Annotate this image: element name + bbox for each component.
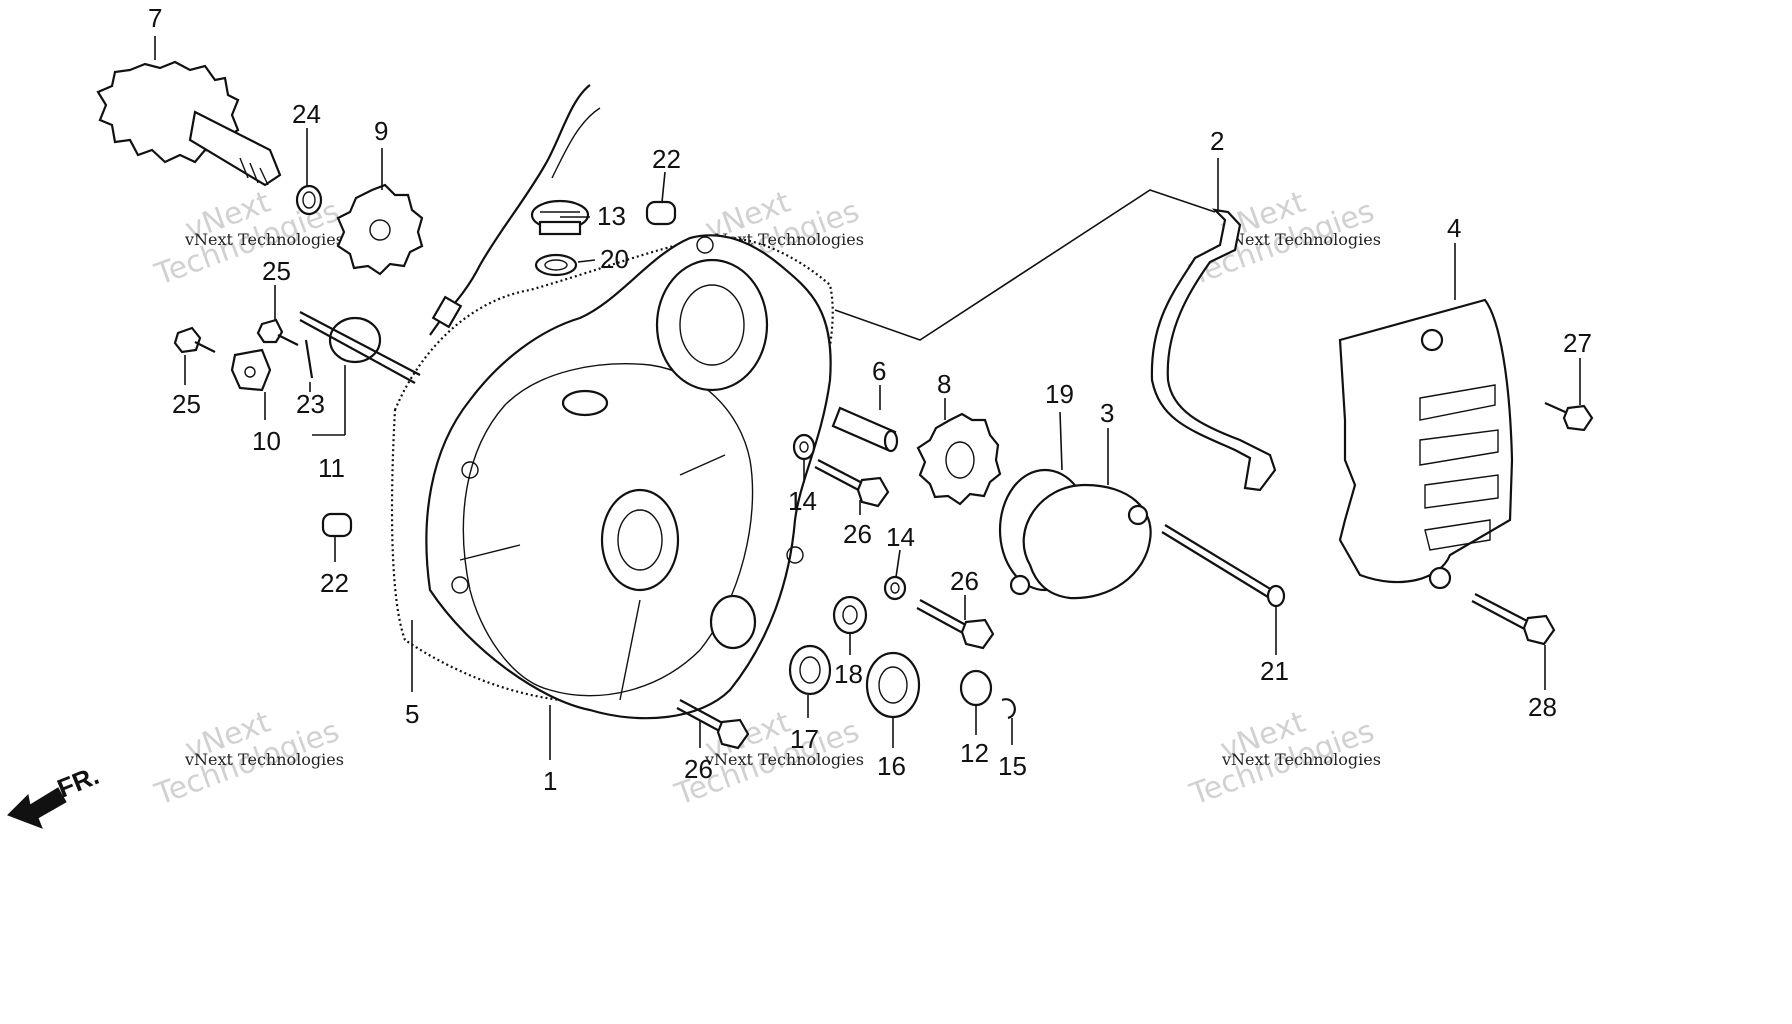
part-5-gasket <box>390 236 834 712</box>
callout-20: 20 <box>600 244 629 274</box>
part-28-bolt <box>1471 593 1556 646</box>
callout-7: 7 <box>148 3 162 33</box>
callout-24: 24 <box>292 99 321 129</box>
callout-14-bottom: 14 <box>886 522 915 552</box>
callout-26-bottom: 26 <box>684 754 713 784</box>
callout-17: 17 <box>790 724 819 754</box>
callout-18: 18 <box>834 659 863 689</box>
part-3-cap <box>1009 483 1152 600</box>
part-9-sprocket <box>336 183 424 276</box>
callout-25-left: 25 <box>172 389 201 419</box>
leader-lines <box>154 36 1581 760</box>
callout-3: 3 <box>1100 398 1114 428</box>
watermark-small: vNext Technologies <box>1221 750 1381 769</box>
callout-8: 8 <box>937 369 951 399</box>
callout-9: 9 <box>374 116 388 146</box>
part-6-shaft <box>831 406 899 453</box>
callout-10: 10 <box>252 426 281 456</box>
part-14-washer-bottom <box>883 575 907 601</box>
part-7-gear-shaft <box>96 60 282 187</box>
part-17-bearing <box>788 644 832 696</box>
watermark-small: vNext Technologies <box>704 750 864 769</box>
watermark-small: vNext Technologies <box>1221 230 1381 249</box>
part-24-circlip <box>295 184 323 216</box>
part-13-plug <box>530 199 590 236</box>
part-26-bolt-top <box>814 459 890 508</box>
part-22-dowel-top <box>645 200 677 226</box>
part-21-long-bolt <box>1161 524 1286 608</box>
part-27-bolt <box>1544 401 1594 432</box>
part-15-clip <box>1001 698 1016 720</box>
callout-6: 6 <box>872 356 886 386</box>
callout-25-top: 25 <box>262 256 291 286</box>
part-23-pin <box>304 339 314 379</box>
part-10-bracket <box>230 348 272 392</box>
part-16-oil-seal <box>865 651 921 719</box>
callout-15: 15 <box>998 751 1027 781</box>
callout-12: 12 <box>960 738 989 768</box>
part-25-bolt-left <box>173 326 216 354</box>
callout-16: 16 <box>877 751 906 781</box>
watermark-bottom-left: vNext Technologies vNext Technologies <box>150 705 344 813</box>
part-1-crankcase-cover <box>425 234 832 720</box>
callout-5: 5 <box>405 699 419 729</box>
watermark-small: vNext Technologies <box>184 230 344 249</box>
wire-harness <box>429 84 601 336</box>
part-26-bolt-mid <box>916 599 995 650</box>
callout-21: 21 <box>1260 656 1289 686</box>
callout-19: 19 <box>1045 379 1074 409</box>
part-22-dowel-bottom <box>321 512 353 538</box>
callout-26-top: 26 <box>843 519 872 549</box>
callout-28: 28 <box>1528 692 1557 722</box>
part-18-seal <box>832 595 868 635</box>
callout-22-bottom: 22 <box>320 568 349 598</box>
callout-1: 1 <box>543 766 557 796</box>
part-20-o-ring <box>534 253 578 277</box>
callout-13: 13 <box>597 201 626 231</box>
front-direction-marker: FR. <box>7 760 103 829</box>
front-arrow-icon <box>7 787 67 829</box>
part-4-sprocket-cover <box>1338 298 1514 590</box>
part-2-bracket <box>834 189 1277 492</box>
part-11-shaft-assembly <box>299 311 421 384</box>
callout-2: 2 <box>1210 126 1224 156</box>
part-12-cap <box>959 669 993 707</box>
callout-26-mid: 26 <box>950 566 979 596</box>
callout-22-top: 22 <box>652 144 681 174</box>
part-8-gear <box>916 412 1002 506</box>
callout-14-top: 14 <box>788 486 817 516</box>
callout-labels: 7 24 9 13 20 22 25 25 10 23 11 22 5 1 6 … <box>148 3 1592 796</box>
watermark-bottom-right: vNext Technologies vNext Technologies <box>1185 705 1381 813</box>
watermark-top-right: vNext Technologies vNext Technologies <box>1185 185 1381 293</box>
callout-23: 23 <box>296 389 325 419</box>
callout-4: 4 <box>1447 213 1461 243</box>
part-25-bolt-top <box>256 318 299 346</box>
callout-27: 27 <box>1563 328 1592 358</box>
part-14-washer-top <box>792 433 816 461</box>
callout-11: 11 <box>318 453 345 483</box>
watermark-small: vNext Technologies <box>184 750 344 769</box>
part-26-bolt-bottom <box>676 699 750 750</box>
